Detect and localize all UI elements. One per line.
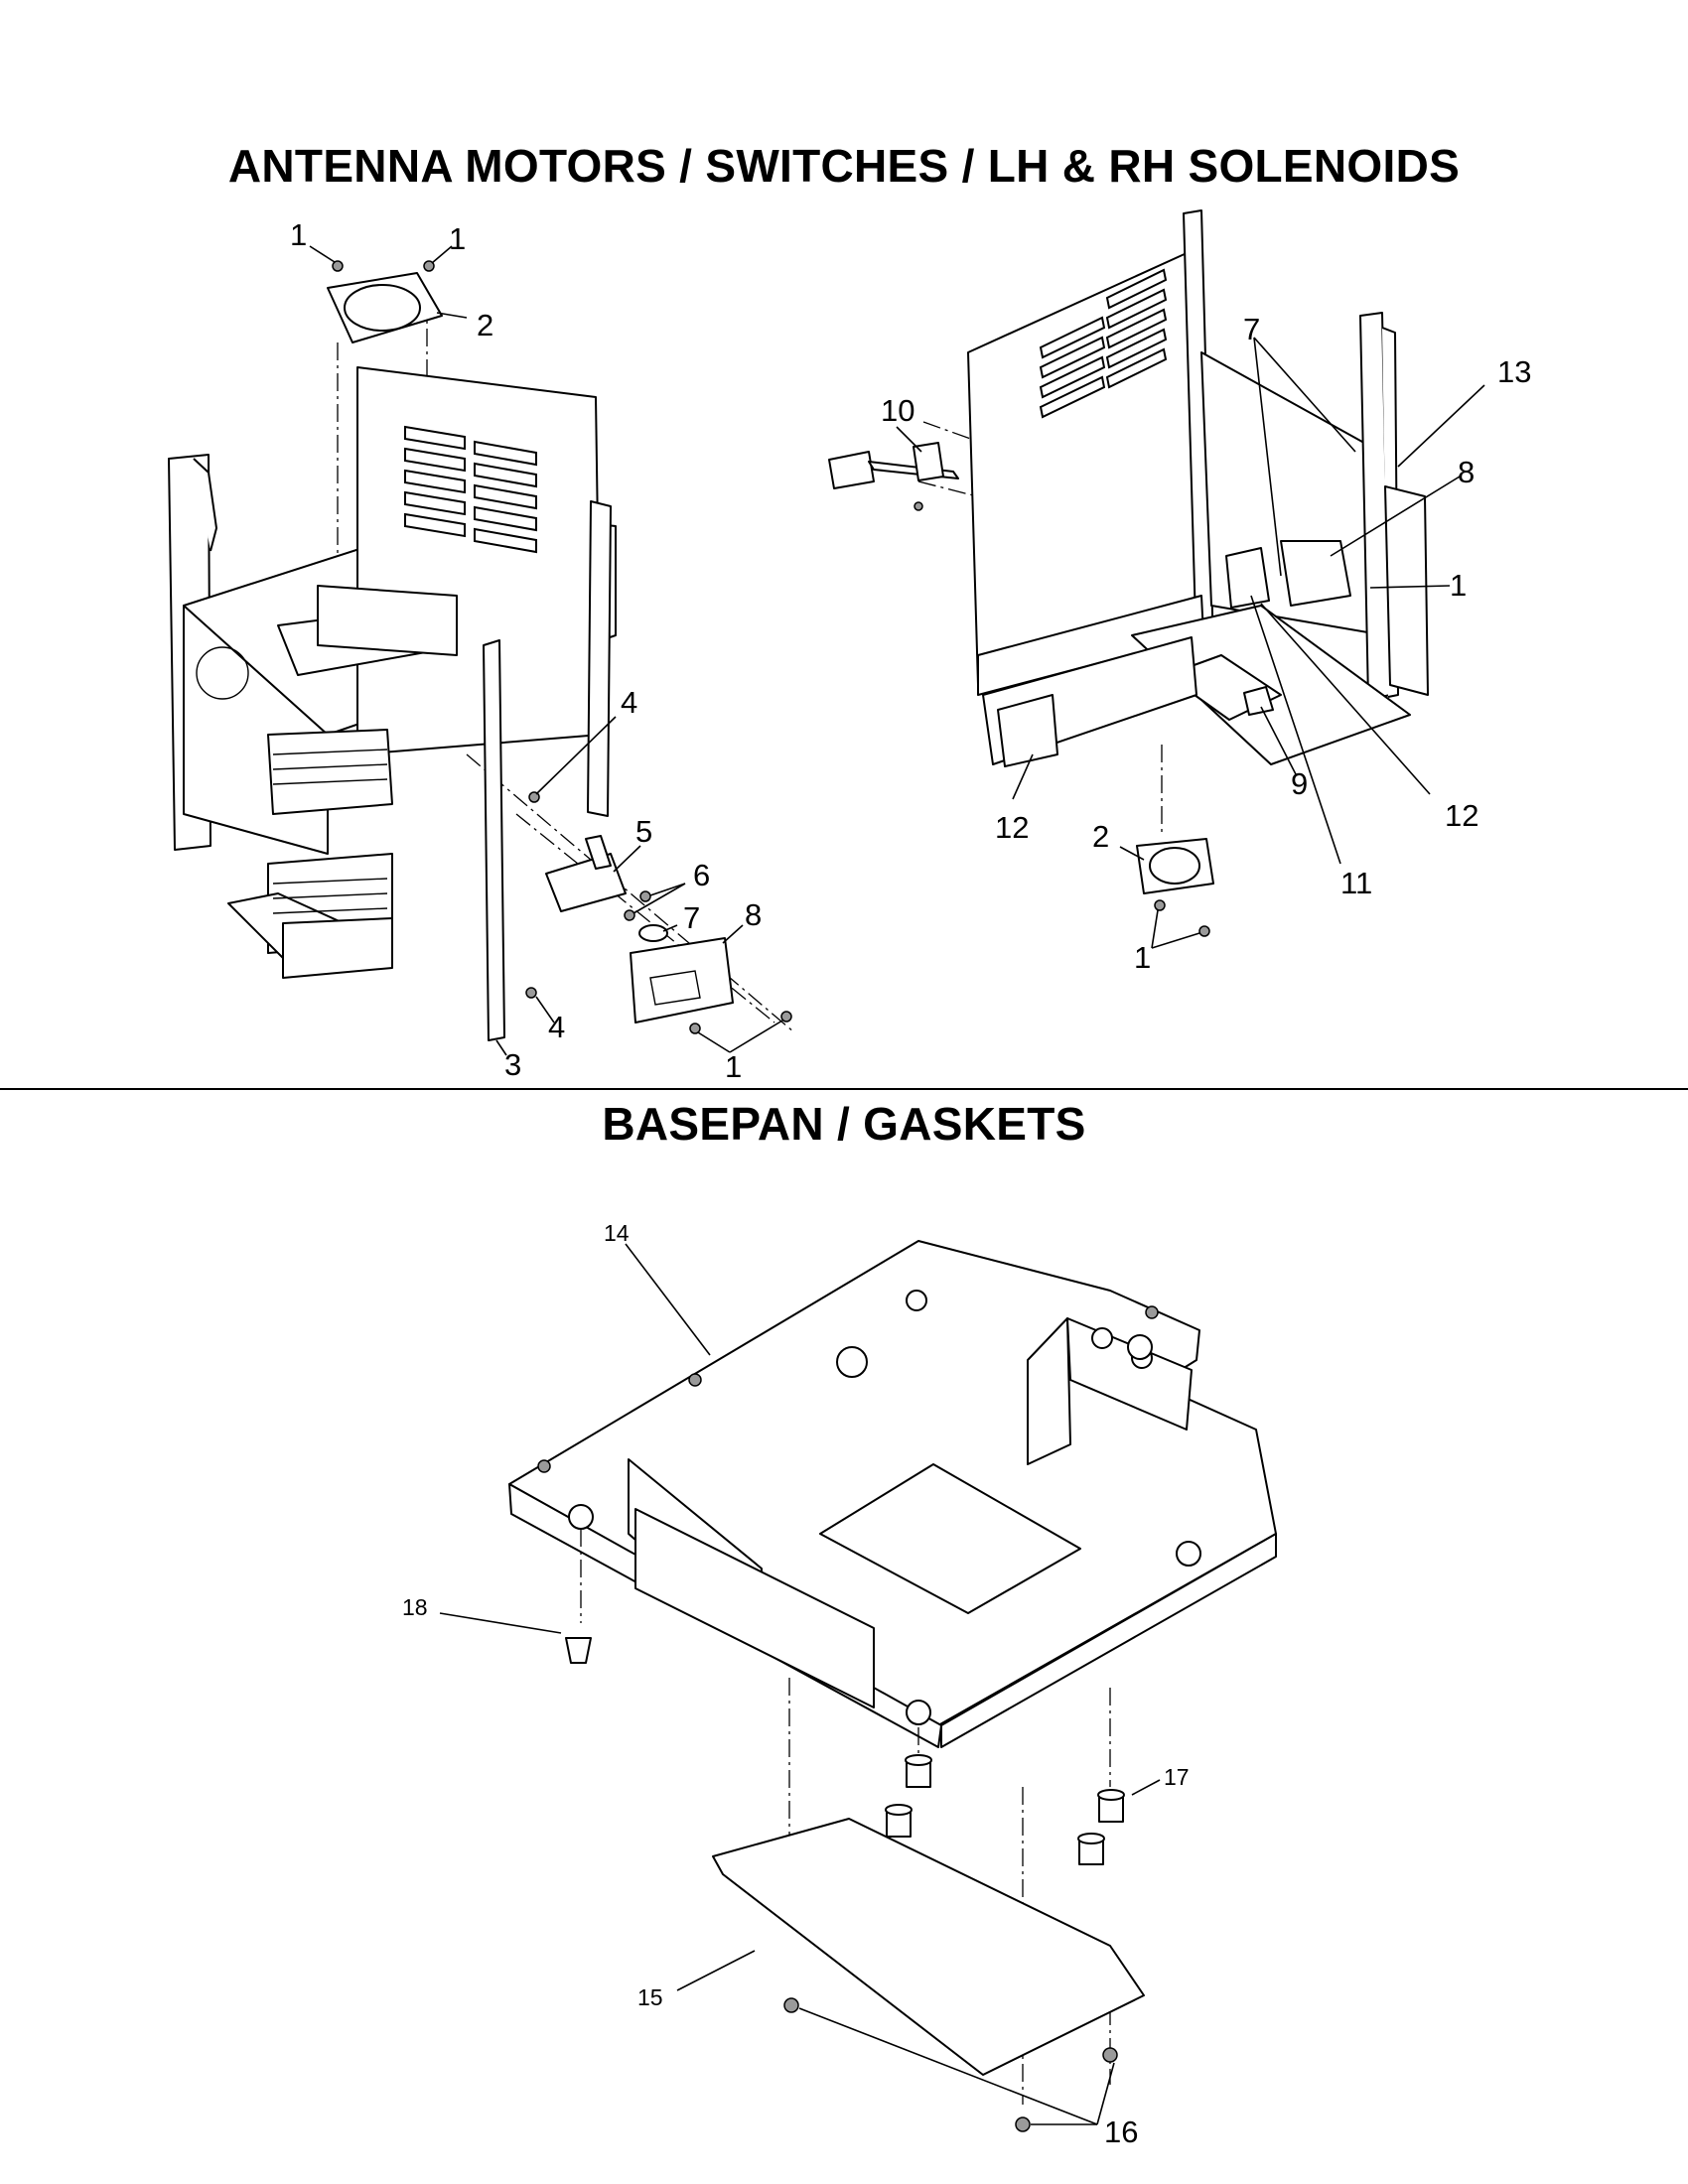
section-title-antenna: ANTENNA MOTORS / SWITCHES / LH & RH SOLE… [227, 140, 1461, 192]
callout-8: 8 [1458, 455, 1475, 489]
solenoid-9 [1243, 686, 1274, 716]
solenoid-plunger [585, 835, 612, 870]
callout-1: 1 [1450, 568, 1467, 603]
feet-holes [537, 1290, 1201, 1725]
lower-tray [1131, 605, 1411, 765]
basepan-14 [508, 1240, 1277, 1726]
basepan-right-lip [940, 1533, 1277, 1748]
vertical-bracket-3 [483, 639, 505, 1041]
bushing-17-top [1097, 1789, 1125, 1801]
nut-1 [423, 260, 435, 272]
callout-12: 12 [1445, 798, 1478, 833]
callout-17: 17 [1164, 1764, 1190, 1790]
washer-7 [638, 924, 668, 942]
callout-2: 2 [477, 308, 493, 342]
callout-4: 4 [548, 1010, 565, 1044]
antenna-motor-dome [1149, 847, 1200, 885]
side-bracket-edge [193, 458, 217, 552]
cooling-fins [272, 749, 388, 914]
switch-11 [1225, 547, 1270, 609]
switch-bracket-8 [630, 937, 734, 1024]
nut-1 [332, 260, 344, 272]
nut-1 [780, 1011, 792, 1023]
louvers [1039, 268, 1168, 419]
callout-4: 4 [621, 685, 637, 720]
alignment-line [466, 753, 795, 1033]
callout-1: 1 [1134, 940, 1151, 975]
callout-5: 5 [635, 814, 652, 849]
callout-8: 8 [745, 897, 762, 932]
screw-4 [525, 987, 537, 999]
switch [649, 970, 701, 1006]
section-divider [0, 1088, 1688, 1090]
back-panel [356, 366, 602, 755]
callout-10: 10 [881, 393, 914, 428]
inner-wall-front [634, 1508, 875, 1708]
callout-16: 16 [1104, 2115, 1138, 2149]
screw-16 [783, 1997, 799, 2013]
callout-7: 7 [683, 900, 700, 935]
alignment-line [515, 813, 775, 1024]
nut-1 [1154, 899, 1166, 911]
callout-1: 1 [290, 217, 307, 252]
gasket-plate-edge [722, 1873, 1145, 2076]
callout-15: 15 [637, 1984, 663, 2010]
bushing-17-top [1077, 1833, 1105, 1844]
louvers [404, 425, 537, 554]
bracket-ear [1384, 485, 1429, 696]
magnetron-upper [267, 729, 393, 815]
nut-1 [689, 1023, 701, 1034]
callout-13: 13 [1497, 354, 1531, 389]
basepan-bracket [1027, 1317, 1071, 1465]
left-solenoid-12 [997, 694, 1058, 767]
actuator-paddle [828, 451, 875, 489]
screw-16 [1102, 2047, 1118, 2063]
right-assembly: 10 7 13 8 1 9 12 12 2 11 1 [828, 209, 1531, 975]
screw [914, 501, 923, 511]
callout-11: 11 [1340, 866, 1372, 900]
section-title-basepan: BASEPAN / GASKETS [602, 1098, 1086, 1150]
bushing-17-top [885, 1804, 913, 1816]
callout-12: 12 [995, 810, 1029, 845]
callout-18: 18 [402, 1594, 428, 1620]
callout-6: 6 [693, 858, 710, 892]
center-opening [819, 1463, 1081, 1614]
callout-1: 1 [449, 221, 466, 256]
callout-9: 9 [1291, 766, 1308, 801]
back-panel-flange [587, 500, 612, 817]
magnetron-lower-body [282, 917, 393, 979]
callout-3: 3 [504, 1047, 521, 1082]
callout-2: 2 [1092, 819, 1109, 854]
foot-18 [565, 1637, 592, 1664]
bushing-17-top [905, 1754, 932, 1766]
antenna-motor-dome [344, 284, 421, 332]
screw-6 [624, 909, 635, 921]
screw-16 [1015, 2116, 1031, 2132]
waveguide-top [317, 585, 458, 656]
screw-6 [639, 890, 651, 902]
grille [196, 646, 249, 700]
callout-1: 1 [725, 1049, 742, 1084]
actuator-arm [868, 461, 959, 479]
switch-bracket-8 [1280, 540, 1351, 607]
callout-14: 14 [604, 1220, 630, 1246]
left-assembly: 1 1 2 4 5 6 7 8 4 3 1 [168, 217, 795, 1084]
basepan-assembly: 14 18 17 15 16 [402, 1220, 1277, 2149]
callout-7: 7 [1243, 312, 1260, 346]
solenoid-5 [545, 853, 627, 912]
nut-1 [1198, 925, 1210, 937]
